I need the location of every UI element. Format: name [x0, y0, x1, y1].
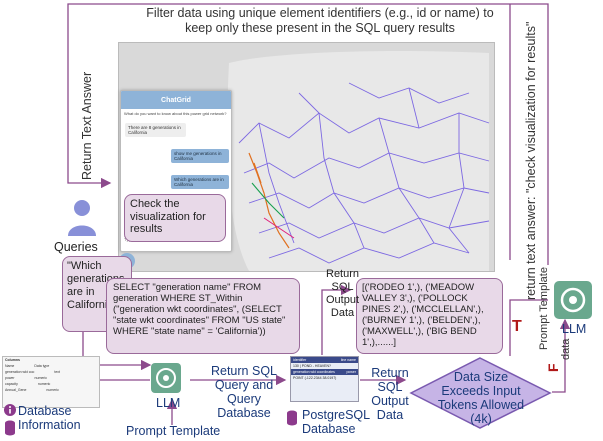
database-information-label: Database Information — [18, 404, 81, 432]
sql-query-callout: SELECT "generation name" FROM generation… — [106, 278, 300, 354]
diamond-text: Data Size Exceeds Input Tokens Allowed (… — [437, 370, 525, 426]
llm-right-icon — [554, 281, 592, 319]
return-text-check-label: return text answer: "check visualization… — [524, 21, 538, 300]
return-sql-output-data-label: Return SQL Output Data — [371, 366, 409, 422]
chat-message-user-1: show me generations in California — [171, 149, 229, 163]
chat-message-user-2: Which generations are in California — [171, 175, 229, 189]
return-sql-output-vertical: Return SQL Output Data — [326, 268, 360, 319]
check-visualization-callout: Check the visualization for results — [124, 194, 226, 242]
postgresql-database-label: PostgreSQL Database — [302, 408, 370, 436]
prompt-template-bottom-label: Prompt Template — [126, 424, 221, 438]
false-label: F — [545, 363, 561, 372]
true-label: T — [512, 318, 522, 335]
database-icon — [5, 420, 15, 436]
prompt-template-right-label: Prompt Template — [538, 267, 550, 350]
data-label: data — [560, 338, 572, 360]
data-size-decision-diamond — [409, 357, 552, 429]
llm-left-icon — [151, 363, 181, 393]
sql-output-callout: [('RODEO 1',), ('MEADOW VALLEY 3',), ('P… — [356, 278, 503, 354]
return-sql-query-label: Return SQL Query and Query Database — [210, 364, 277, 420]
chat-subtitle: What do you want to know about this powe… — [124, 111, 227, 116]
llm-left-label: LLM — [156, 396, 181, 410]
top-annotation: Filter data using unique element identif… — [146, 6, 494, 35]
llm-right-label: LLM — [562, 322, 587, 336]
postgres-db-icon — [287, 410, 297, 426]
return-text-answer-label: Return Text Answer — [80, 71, 94, 180]
queries-label: Queries — [54, 240, 98, 254]
user-icon — [68, 200, 96, 236]
chat-message-bot: There are 8 generations in California — [125, 123, 186, 137]
chat-title: ChatGrid — [121, 91, 231, 109]
info-icon — [4, 404, 16, 416]
